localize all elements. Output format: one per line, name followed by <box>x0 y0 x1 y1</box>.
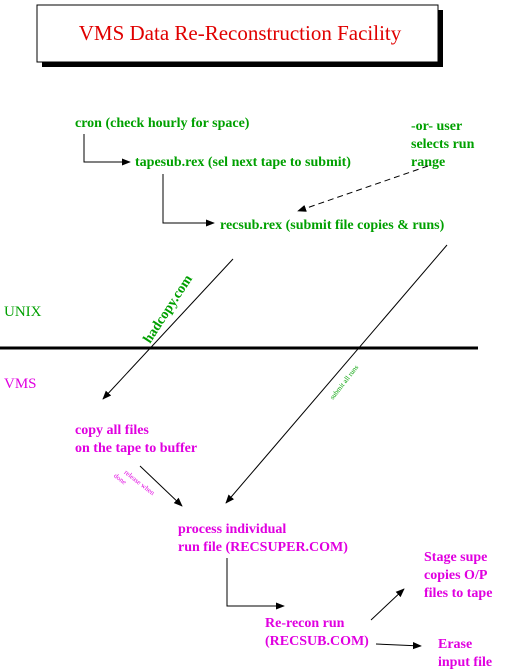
edge-recsub-process <box>225 244 448 504</box>
edge-label-release-line-1: release when <box>122 468 156 497</box>
node-user-line-1: -or- user <box>411 119 462 134</box>
edge-tapesub-recsub <box>162 174 215 227</box>
edge-user-recsub <box>297 165 429 212</box>
edge-rerecon-stage <box>370 588 405 621</box>
node-cron: cron (check hourly for space) <box>75 116 250 131</box>
region-vms-label: VMS <box>4 376 37 392</box>
page-title: VMS Data Re-Reconstruction Facility <box>79 21 402 45</box>
node-stage-line-1: Stage supe <box>424 550 487 565</box>
node-user-line-3: range <box>411 155 445 170</box>
edge-rerecon-erase <box>375 642 422 650</box>
edge-label-submit-all-runs: submit all runs <box>328 363 360 401</box>
edge-label-release-when-done: release when done <box>112 468 156 497</box>
node-process-line-2: run file (RECSUPER.COM) <box>178 540 348 555</box>
node-tapesub: tapesub.rex (sel next tape to submit) <box>135 155 351 170</box>
node-recsub: recsub.rex (submit file copies & runs) <box>220 218 445 233</box>
node-rerecon: Re-recon run (RECSUB.COM) <box>265 616 369 649</box>
node-rerecon-line-2: (RECSUB.COM) <box>265 634 369 649</box>
edge-recsub-copy <box>102 258 234 400</box>
edge-cron-tapesub <box>83 134 131 166</box>
node-erase-line-2: input file <box>438 655 492 670</box>
node-stage-line-3: files to tape <box>424 586 492 601</box>
title-box <box>36 4 439 63</box>
node-erase: Erase input file <box>438 637 492 670</box>
node-copy-line-2: on the tape to buffer <box>75 441 197 456</box>
edge-process-rerecon <box>226 558 285 610</box>
node-rerecon-line-1: Re-recon run <box>265 616 345 631</box>
region-unix-label: UNIX <box>4 304 42 320</box>
node-stage: Stage supe copies O/P files to tape <box>424 550 492 601</box>
node-copy-line-1: copy all files <box>75 423 149 438</box>
node-process-line-1: process individual <box>178 522 286 537</box>
node-user: -or- user selects run range <box>411 119 478 170</box>
node-user-line-2: selects run <box>411 137 475 152</box>
node-erase-line-1: Erase <box>438 637 472 652</box>
edge-copy-process <box>139 465 183 507</box>
node-stage-line-2: copies O/P <box>424 568 488 583</box>
node-copy: copy all files on the tape to buffer <box>75 423 197 456</box>
node-process: process individual run file (RECSUPER.CO… <box>178 522 348 555</box>
edge-label-hadcopy: hadcopy.com <box>141 272 196 346</box>
